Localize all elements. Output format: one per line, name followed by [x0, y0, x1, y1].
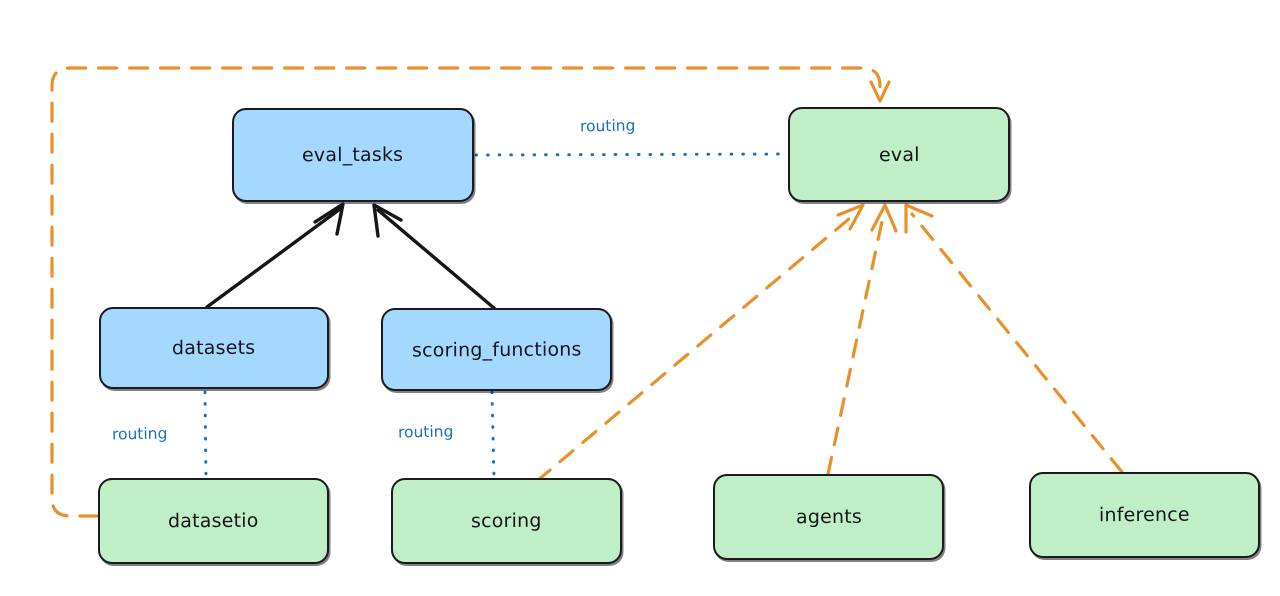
node-scoring-functions[interactable]: scoring_functions: [381, 308, 612, 391]
edge-label-routing-datasets-datasetio: routing: [111, 424, 168, 444]
node-datasets[interactable]: datasets: [99, 307, 329, 389]
edge-path: [376, 208, 496, 310]
edge-datasets-to-datasetio: [203, 390, 208, 479]
node-label: scoring_functions: [411, 337, 582, 362]
arrowhead: [313, 202, 345, 236]
edge-label-routing-scoring-functions-scoring: routing: [397, 422, 454, 442]
edge-eval_tasks-to-eval: [474, 152, 789, 157]
node-datasetio[interactable]: datasetio: [98, 478, 329, 564]
edge-path: [490, 390, 496, 479]
edge-path: [474, 152, 789, 157]
edge-agents-to-eval: [826, 203, 898, 476]
node-scoring[interactable]: scoring: [391, 478, 622, 564]
node-label: eval: [878, 143, 920, 166]
node-label: inference: [1099, 503, 1190, 527]
arrowhead: [904, 203, 934, 234]
edge-datasets-to-eval_tasks: [205, 202, 345, 309]
node-eval[interactable]: eval: [788, 107, 1010, 202]
node-inference[interactable]: inference: [1029, 472, 1260, 558]
edge-label-routing-eval-tasks-eval: routing: [579, 116, 636, 136]
edge-path: [826, 210, 886, 476]
arrowhead: [870, 203, 898, 233]
arrowhead: [372, 203, 403, 238]
edge-path: [205, 207, 342, 309]
edge-path: [203, 390, 208, 479]
arrowhead: [836, 203, 865, 231]
node-label: datasetio: [168, 509, 259, 533]
edge-scoring_functions-to-eval_tasks: [372, 203, 496, 310]
edge-path: [910, 212, 1124, 474]
node-eval-tasks[interactable]: eval_tasks: [232, 108, 474, 202]
node-label: datasets: [172, 336, 256, 360]
node-agents[interactable]: agents: [713, 474, 944, 560]
node-label: eval_tasks: [302, 143, 404, 167]
arrowhead: [869, 80, 891, 103]
edge-scoring_functions-to-scoring: [490, 390, 496, 479]
node-label: scoring: [471, 509, 542, 533]
edge-inference-to-eval: [904, 203, 1124, 474]
node-label: agents: [795, 505, 862, 529]
